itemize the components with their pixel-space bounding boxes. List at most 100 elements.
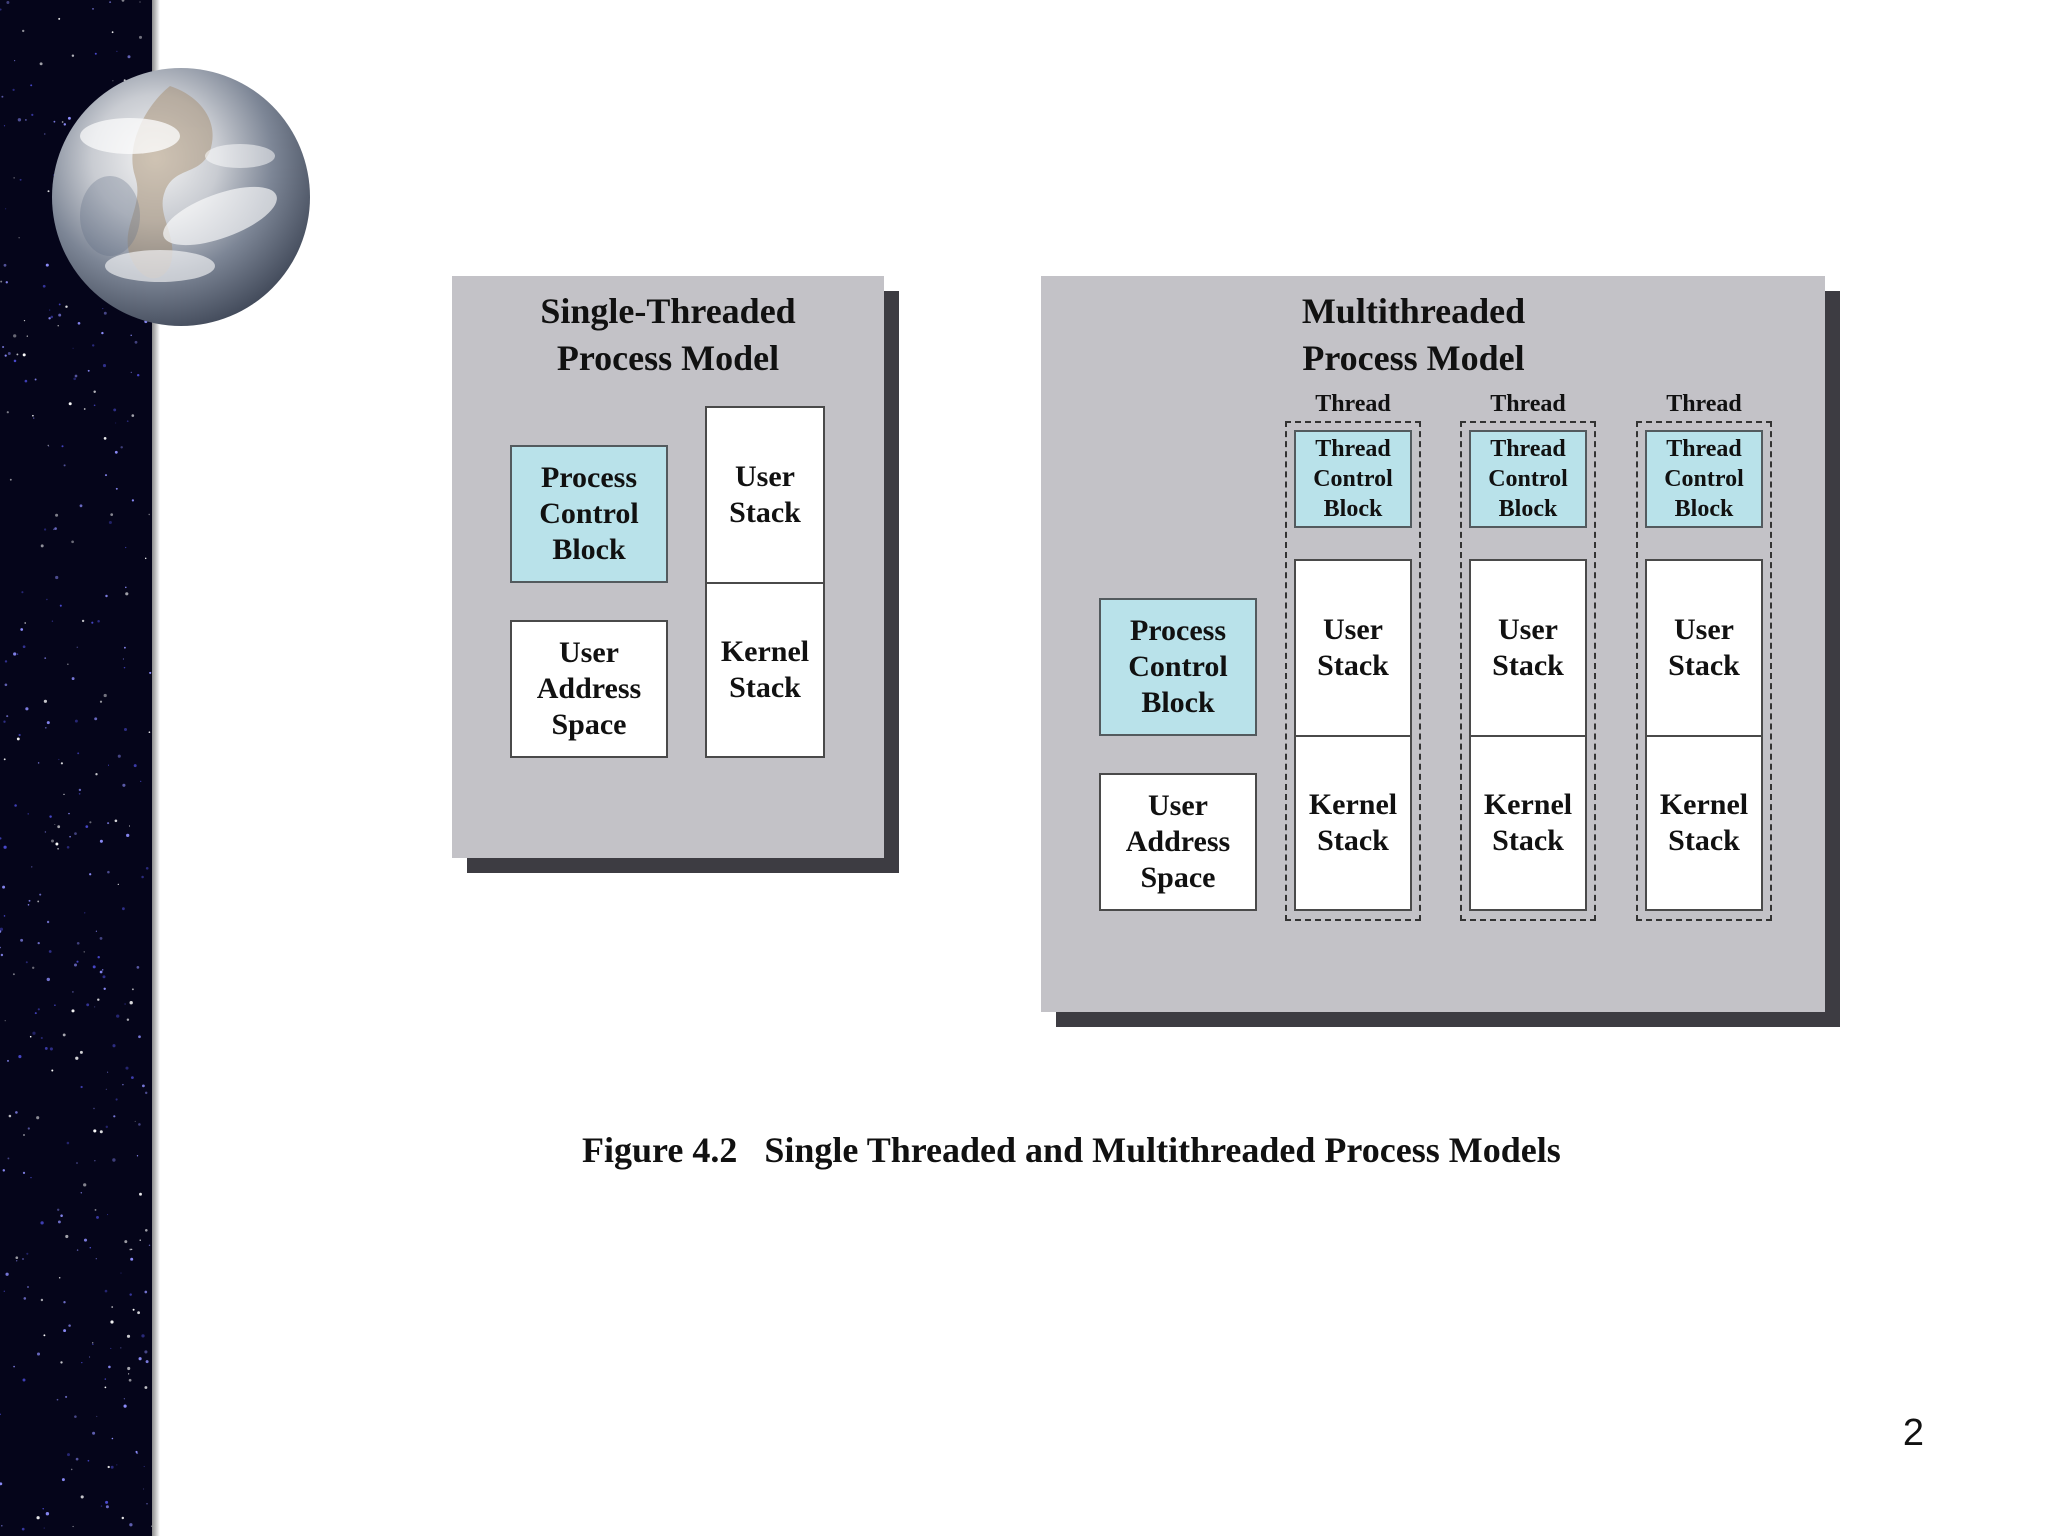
star xyxy=(104,1386,107,1389)
star xyxy=(56,1398,59,1401)
star xyxy=(92,8,94,10)
star xyxy=(28,899,31,902)
star xyxy=(61,445,64,448)
star xyxy=(66,1141,70,1145)
star xyxy=(115,487,118,490)
star xyxy=(37,900,40,903)
star xyxy=(129,825,130,827)
star xyxy=(63,1329,67,1333)
star xyxy=(23,1297,27,1300)
star xyxy=(12,973,15,976)
star xyxy=(130,371,132,374)
thread-3-kernel-stack: Kernel Stack xyxy=(1645,735,1763,911)
star xyxy=(3,845,7,849)
star xyxy=(55,513,59,517)
star xyxy=(73,963,78,967)
single-process-control-block: Process Control Block xyxy=(510,445,668,583)
star xyxy=(108,520,112,525)
star xyxy=(144,557,147,560)
star xyxy=(32,414,34,417)
star xyxy=(76,960,79,963)
star xyxy=(22,353,26,357)
star xyxy=(81,619,85,623)
star xyxy=(15,1111,18,1114)
star xyxy=(130,334,132,337)
slide-number: 2 xyxy=(1902,1412,1924,1454)
star xyxy=(3,915,6,917)
star xyxy=(91,621,94,624)
star xyxy=(48,317,51,320)
star xyxy=(72,991,74,993)
star xyxy=(103,987,106,990)
star xyxy=(7,1157,10,1160)
star xyxy=(74,719,78,723)
star xyxy=(138,1357,142,1361)
star xyxy=(61,1478,65,1482)
star xyxy=(107,822,110,825)
star xyxy=(137,1311,140,1315)
star xyxy=(112,1158,116,1162)
star xyxy=(18,237,20,239)
star xyxy=(107,870,110,874)
star xyxy=(59,604,62,607)
star xyxy=(3,758,6,761)
star xyxy=(14,804,17,807)
star xyxy=(97,955,100,959)
star xyxy=(83,1238,88,1242)
star xyxy=(46,977,50,982)
star xyxy=(36,1352,41,1356)
star xyxy=(60,1361,63,1364)
star xyxy=(129,1248,132,1251)
star xyxy=(126,1018,130,1021)
star xyxy=(17,118,22,122)
figure-caption: Figure 4.2 Single Threaded and Multithre… xyxy=(582,1130,1561,1170)
star xyxy=(2,345,5,349)
star xyxy=(139,1192,142,1196)
star xyxy=(22,29,25,33)
star xyxy=(57,325,59,327)
single-panel-title: Single-Threaded Process Model xyxy=(452,288,884,382)
star xyxy=(129,1523,133,1527)
star xyxy=(136,1452,139,1455)
star xyxy=(121,0,125,2)
star xyxy=(104,474,108,477)
star xyxy=(57,825,61,829)
star xyxy=(145,1229,148,1232)
star xyxy=(13,177,15,179)
star xyxy=(104,1289,108,1293)
star xyxy=(127,1366,131,1371)
star xyxy=(16,353,19,356)
star xyxy=(107,764,110,766)
star xyxy=(44,1046,48,1050)
star xyxy=(58,1276,61,1279)
star xyxy=(79,1050,83,1054)
star xyxy=(99,970,103,974)
star xyxy=(114,819,118,823)
star xyxy=(18,1055,22,1059)
star xyxy=(65,305,68,308)
star xyxy=(0,837,2,840)
star xyxy=(43,1334,46,1337)
star xyxy=(9,478,12,481)
star xyxy=(51,1069,54,1072)
star xyxy=(76,1162,78,1164)
thread-3-control-block: Thread Control Block xyxy=(1645,430,1763,528)
star xyxy=(73,377,77,381)
star xyxy=(63,793,65,796)
star xyxy=(145,866,149,870)
star xyxy=(54,823,56,826)
star xyxy=(36,1516,40,1520)
star xyxy=(78,792,81,795)
star xyxy=(107,1465,110,1469)
star xyxy=(5,208,7,210)
star xyxy=(44,133,46,135)
star xyxy=(42,284,46,288)
star xyxy=(20,938,24,942)
star xyxy=(68,1324,71,1327)
multi-process-control-block: Process Control Block xyxy=(1099,598,1257,736)
star xyxy=(26,335,28,337)
star xyxy=(76,646,79,649)
star xyxy=(116,1464,118,1466)
star xyxy=(94,1208,97,1211)
star xyxy=(80,1085,83,1089)
